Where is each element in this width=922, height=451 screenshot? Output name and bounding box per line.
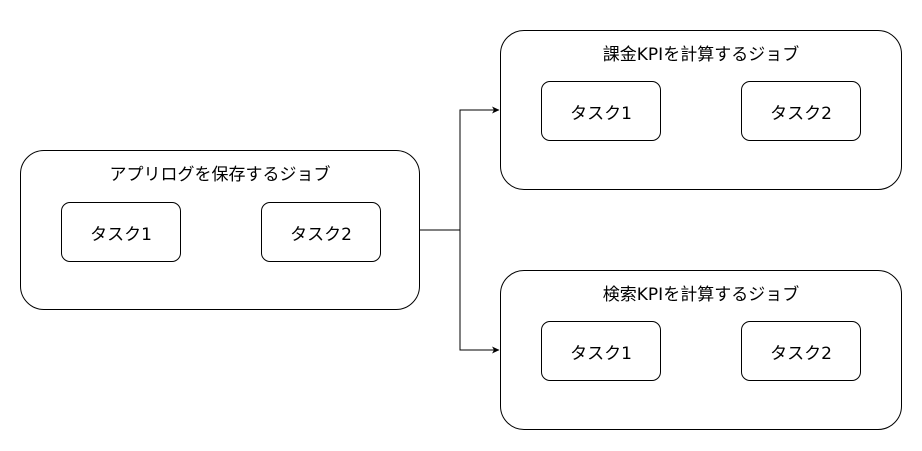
task-label: タスク2 xyxy=(770,103,832,124)
job-app-log-task1[interactable]: タスク1 xyxy=(61,202,181,262)
task-label: タスク2 xyxy=(770,343,832,364)
job-search-kpi-task2[interactable]: タスク2 xyxy=(741,321,861,381)
job-billing-kpi[interactable]: 課金KPIを計算するジョブ タスク1 タスク2 xyxy=(500,30,902,190)
job-app-log-task2[interactable]: タスク2 xyxy=(261,202,381,262)
job-app-log[interactable]: アプリログを保存するジョブ タスク1 タスク2 xyxy=(20,150,420,310)
edge-app-log-to-search-kpi xyxy=(420,229,500,354)
job-search-kpi-task1[interactable]: タスク1 xyxy=(541,321,661,381)
job-billing-kpi-task2[interactable]: タスク2 xyxy=(741,81,861,141)
task-label: タスク1 xyxy=(570,103,632,124)
task-label: タスク2 xyxy=(290,224,352,245)
job-search-kpi-title: 検索KPIを計算するジョブ xyxy=(602,285,800,305)
job-billing-kpi-title: 課金KPIを計算するジョブ xyxy=(602,45,800,65)
edge-app-log-to-billing-kpi xyxy=(420,106,500,231)
task-label: タスク1 xyxy=(90,224,152,245)
job-billing-kpi-task1[interactable]: タスク1 xyxy=(541,81,661,141)
job-search-kpi[interactable]: 検索KPIを計算するジョブ タスク1 タスク2 xyxy=(500,270,902,430)
job-app-log-title: アプリログを保存するジョブ xyxy=(109,165,331,185)
task-label: タスク1 xyxy=(570,343,632,364)
